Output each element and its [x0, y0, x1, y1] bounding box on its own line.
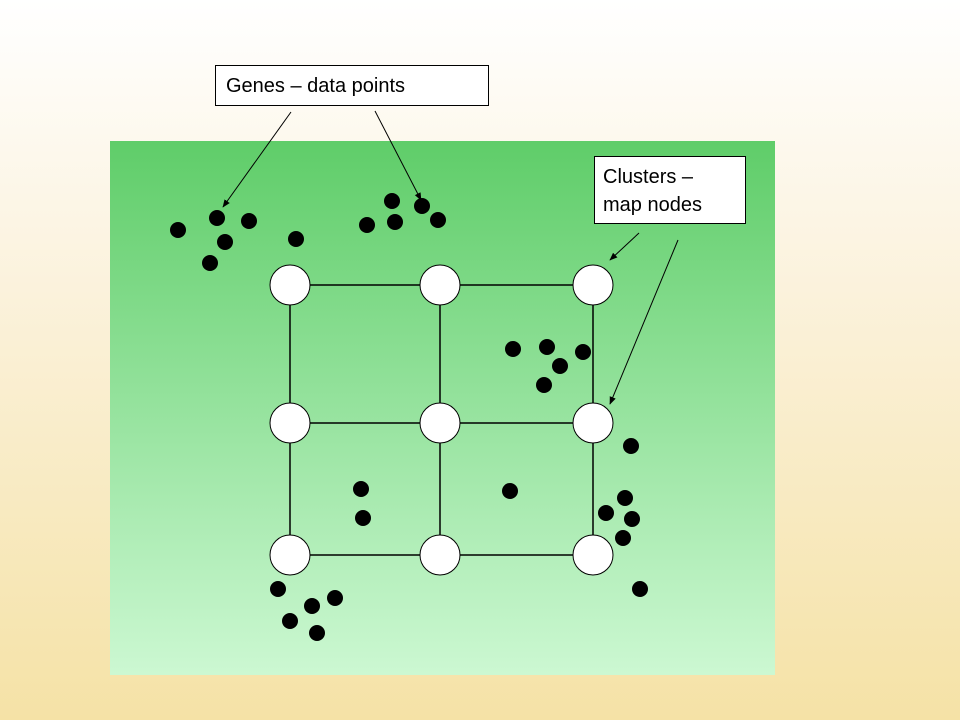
data-point — [241, 213, 257, 229]
map-node — [419, 402, 461, 444]
clusters-label-line-1: Clusters – — [603, 166, 694, 188]
data-point — [536, 377, 552, 393]
arrow-genes-right — [374, 110, 422, 201]
clusters-label: Clusters – map nodes — [594, 156, 746, 224]
data-point — [170, 222, 186, 238]
data-point — [632, 581, 648, 597]
data-point — [617, 490, 633, 506]
data-point — [623, 438, 639, 454]
data-point — [615, 530, 631, 546]
arrow-genes-left — [222, 111, 292, 208]
map-node — [419, 534, 461, 576]
map-node — [269, 264, 311, 306]
data-point — [502, 483, 518, 499]
map-node — [572, 402, 614, 444]
clusters-label-line-2: map nodes — [603, 194, 702, 216]
data-point — [387, 214, 403, 230]
map-node — [572, 534, 614, 576]
genes-label-text: Genes – data points — [226, 75, 406, 97]
data-points — [170, 193, 648, 641]
data-point — [384, 193, 400, 209]
data-point — [304, 598, 320, 614]
map-node — [269, 534, 311, 576]
data-point — [414, 198, 430, 214]
data-point — [353, 481, 369, 497]
arrow-clusters-upper — [609, 232, 640, 261]
data-point — [309, 625, 325, 641]
map-node — [269, 402, 311, 444]
arrow-clusters-lower — [609, 239, 679, 405]
map-node — [419, 264, 461, 306]
map-nodes — [269, 264, 614, 576]
data-point — [202, 255, 218, 271]
genes-label: Genes – data points — [215, 65, 489, 106]
data-point — [539, 339, 555, 355]
data-point — [552, 358, 568, 374]
data-point — [355, 510, 371, 526]
data-point — [598, 505, 614, 521]
data-point — [430, 212, 446, 228]
data-point — [359, 217, 375, 233]
data-point — [505, 341, 521, 357]
data-point — [575, 344, 591, 360]
data-point — [282, 613, 298, 629]
data-point — [624, 511, 640, 527]
map-node — [572, 264, 614, 306]
data-point — [209, 210, 225, 226]
data-point — [288, 231, 304, 247]
data-point — [270, 581, 286, 597]
data-point — [217, 234, 233, 250]
label-arrows — [222, 110, 679, 405]
data-point — [327, 590, 343, 606]
